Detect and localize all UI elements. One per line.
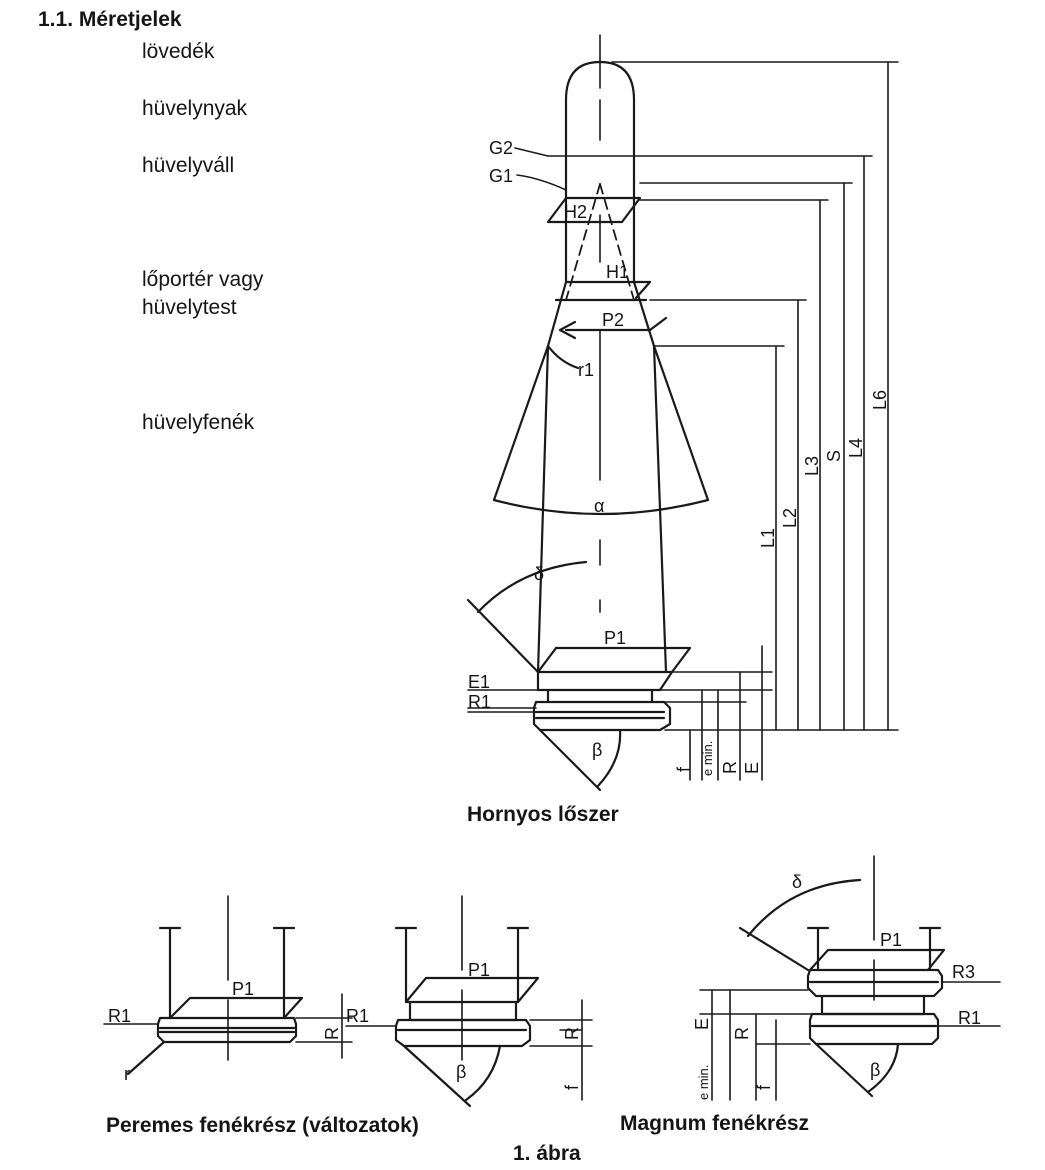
part-label-body-line1: lőportér vagy [142, 268, 264, 291]
label-f-main: f [674, 766, 694, 772]
label-r-view1: r [124, 1064, 130, 1084]
label-G2: G2 [489, 138, 513, 158]
label-P1-magnum: P1 [880, 930, 902, 950]
label-E1: E1 [468, 672, 490, 692]
label-R-magnum: R [732, 1027, 752, 1040]
label-beta-main: β [592, 740, 602, 760]
label-R-view2: R [562, 1027, 582, 1040]
label-P1-view1: P1 [232, 979, 254, 999]
magnum-base-view [699, 855, 1001, 1101]
label-R1-view1: R1 [108, 1006, 131, 1026]
label-R-main: R [720, 761, 740, 774]
main-cartridge [466, 34, 710, 792]
label-e-min-main: e min. [700, 741, 715, 776]
label-G1: G1 [489, 166, 513, 186]
dimension-letters: G2 G1 H2 H1 P2 r1 α δ P1 E1 R1 β L6 L4 S… [108, 138, 981, 1100]
label-R1-main: R1 [468, 692, 491, 712]
label-P2: P2 [602, 310, 624, 330]
label-f-view2: f [562, 1084, 582, 1090]
label-delta-magnum: δ [792, 872, 802, 892]
rimmed-base-view-1 [103, 895, 353, 1076]
label-S: S [824, 450, 844, 462]
label-P1-view2: P1 [468, 960, 490, 980]
label-R3: R3 [952, 962, 975, 982]
label-beta-view2: β [456, 1062, 466, 1082]
label-R-view1: R [322, 1027, 342, 1040]
rimmed-base-view-2 [345, 895, 593, 1108]
section-title: 1.1. Méretjelek [38, 8, 182, 31]
label-E-magnum: E [692, 1018, 712, 1030]
caption-magnum: Magnum fenékrész [620, 1112, 810, 1135]
caption-rimmed: Peremes fenékrész (változatok) [106, 1114, 419, 1137]
label-f-magnum: f [754, 1084, 774, 1090]
label-beta-magnum: β [870, 1060, 880, 1080]
label-L6: L6 [870, 390, 890, 410]
part-label-neck: hüvelynyak [142, 97, 248, 120]
label-delta-main: δ [534, 564, 544, 584]
label-P1-main: P1 [604, 628, 626, 648]
part-label-bullet: lövedék [142, 40, 215, 63]
label-L4: L4 [846, 438, 866, 458]
part-label-base: hüvelyfenék [142, 411, 255, 434]
label-E-main: E [742, 762, 762, 774]
label-L1: L1 [758, 528, 778, 548]
label-H2: H2 [564, 202, 587, 222]
label-r1: r1 [578, 360, 594, 380]
label-L2: L2 [780, 508, 800, 528]
main-dimension-lines [514, 61, 899, 781]
label-L3: L3 [802, 456, 822, 476]
label-R1-view2: R1 [346, 1006, 369, 1026]
label-R1-magnum: R1 [958, 1008, 981, 1028]
part-label-shoulder: hüvelyváll [142, 154, 235, 177]
label-e-min-magnum: e min. [696, 1065, 711, 1100]
label-H1: H1 [606, 262, 629, 282]
caption-main: Hornyos lőszer [467, 803, 619, 826]
caption-figure: 1. ábra [513, 1142, 581, 1165]
part-label-body-line2: hüvelytest [142, 296, 237, 319]
label-alpha: α [594, 496, 604, 516]
